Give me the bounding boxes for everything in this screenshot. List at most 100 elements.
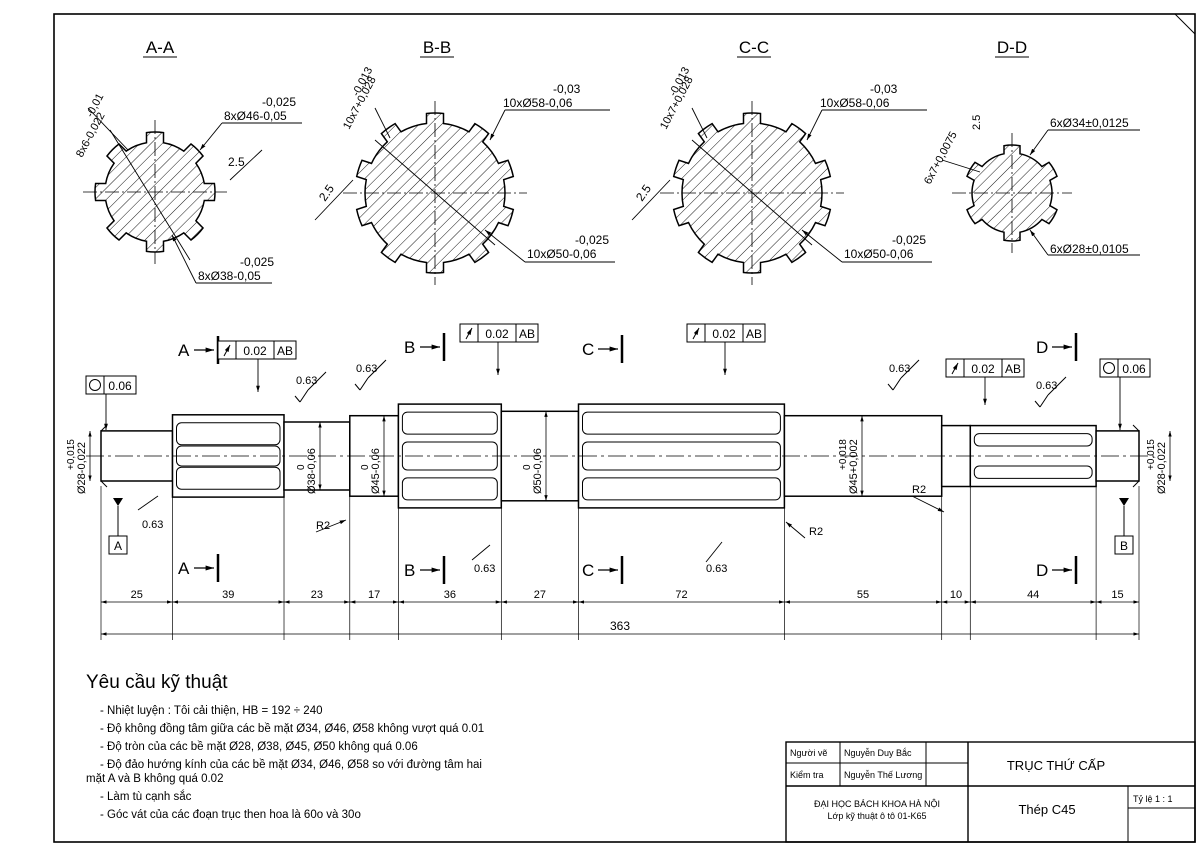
roundness-symbol bbox=[1103, 362, 1115, 374]
roundness-symbol bbox=[89, 379, 101, 391]
datum-letter: B bbox=[1120, 539, 1128, 553]
dia-50: Ø50-0,06 bbox=[532, 448, 544, 494]
dim-line bbox=[631, 179, 671, 221]
tolerance-datum: AB bbox=[519, 327, 535, 341]
leader bbox=[941, 159, 981, 173]
dim-text: 10xØ58-0,06 bbox=[820, 96, 890, 110]
dim-text: 2.5 bbox=[971, 115, 983, 130]
tolerance-value: 0.02 bbox=[485, 327, 509, 341]
leader-id bbox=[1029, 229, 1049, 256]
roughness-leader bbox=[705, 541, 723, 563]
runout-symbol bbox=[951, 362, 959, 375]
requirement-item: - Độ không đồng tâm giữa các bề mặt Ø34,… bbox=[100, 723, 485, 735]
cut-label: B bbox=[404, 561, 415, 580]
radius-value: R2 bbox=[316, 520, 330, 532]
dia-45-b: Ø45+0,002 bbox=[848, 439, 860, 494]
school-name: ĐẠI HỌC BÁCH KHOA HÀ NỘI bbox=[814, 799, 940, 809]
section-title: B-B bbox=[423, 38, 451, 57]
cut-label: A bbox=[178, 341, 190, 360]
section-title: C-C bbox=[739, 38, 769, 57]
dim-text: -0,025 bbox=[575, 233, 609, 247]
section-dd: D-D bbox=[952, 38, 1072, 253]
diameter-line bbox=[109, 129, 191, 261]
roughness-symbol bbox=[359, 377, 369, 391]
dia-38-upper: 0 bbox=[296, 464, 307, 470]
dia-45-a-upper: 0 bbox=[360, 464, 371, 470]
roughness-symbol bbox=[1034, 400, 1041, 408]
chamfer bbox=[100, 480, 108, 488]
length-label: 27 bbox=[534, 589, 546, 601]
leader bbox=[691, 107, 708, 139]
tolerance-datum: AB bbox=[746, 327, 762, 341]
length-label: 15 bbox=[1111, 589, 1123, 601]
datum-box bbox=[108, 535, 128, 555]
requirement-item: - Làm tù cạnh sắc bbox=[100, 791, 192, 803]
technical-requirements: Yêu cầu kỹ thuật - Nhiệt luyện : Tôi cải… bbox=[86, 672, 526, 824]
radius-leader bbox=[911, 495, 945, 513]
roughness-symbol bbox=[1039, 394, 1049, 408]
tolerance-value: 0.02 bbox=[712, 327, 736, 341]
dim-text: 2.5 bbox=[228, 155, 245, 169]
spline-groove bbox=[582, 411, 781, 435]
spline-groove bbox=[401, 411, 498, 435]
spline-groove bbox=[973, 465, 1093, 479]
part-name: TRỤC THỨ CẤP bbox=[1007, 758, 1105, 773]
check-label: Kiểm tra bbox=[790, 770, 824, 780]
section-title: A-A bbox=[146, 38, 175, 57]
frame-border bbox=[53, 13, 1196, 843]
drawn-name: Nguyễn Duy Bắc bbox=[844, 748, 912, 758]
dim-text: 10xØ50-0,06 bbox=[527, 247, 597, 261]
roughness-symbol bbox=[294, 395, 301, 403]
title-block bbox=[785, 741, 1196, 843]
requirement-item: - Độ đảo hướng kính của các bề mặt Ø34, … bbox=[100, 759, 482, 771]
radius-leader bbox=[785, 521, 806, 539]
total-length: 363 bbox=[610, 619, 630, 633]
length-label: 44 bbox=[1027, 589, 1039, 601]
dia-28-right: Ø28-0,022 bbox=[1156, 442, 1168, 494]
tolerance-value: 0.02 bbox=[243, 344, 267, 358]
dia-38: Ø38-0,06 bbox=[306, 448, 318, 494]
material: Thép C45 bbox=[1018, 802, 1075, 817]
datum-triangle bbox=[1119, 498, 1129, 506]
length-label: 23 bbox=[311, 589, 323, 601]
roundness-value: 0.06 bbox=[108, 379, 132, 393]
radius-value: R2 bbox=[912, 484, 926, 496]
roughness-value: 0.63 bbox=[296, 375, 317, 387]
requirement-item: - Nhiệt luyện : Tôi cải thiện, HB = 192 … bbox=[100, 705, 323, 717]
dim-text: 6xØ34±0,0125 bbox=[1050, 116, 1129, 130]
leader-id bbox=[801, 229, 843, 263]
spline-groove bbox=[401, 477, 498, 501]
requirements-list: - Nhiệt luyện : Tôi cải thiện, HB = 192 … bbox=[86, 702, 526, 824]
roughness-symbol bbox=[900, 359, 920, 379]
roughness-symbol bbox=[367, 359, 387, 379]
roundness-value: 0.06 bbox=[1122, 362, 1146, 376]
roughness-leader bbox=[137, 495, 159, 511]
dia-45-a: Ø45-0,06 bbox=[370, 448, 382, 494]
roughness-symbol bbox=[1047, 376, 1067, 396]
spline-groove bbox=[582, 477, 781, 501]
dim-line bbox=[314, 179, 354, 221]
dim-text: -0,03 bbox=[870, 82, 898, 96]
length-label: 72 bbox=[675, 589, 687, 601]
leader-id bbox=[171, 234, 197, 284]
requirement-item: - Góc vát của các đoạn trục then hoa là … bbox=[100, 809, 361, 821]
spline-groove bbox=[176, 422, 281, 446]
roughness-leader bbox=[471, 544, 491, 561]
dia-45-b-upper: +0,018 bbox=[838, 439, 849, 470]
roughness-value: 0.63 bbox=[1036, 380, 1057, 392]
dim-text: -0,025 bbox=[240, 255, 274, 269]
section-cc-dims: -0,01310x7+0,028-0,0310xØ58-0,062.5-0,02… bbox=[631, 65, 932, 263]
runout-symbol bbox=[465, 327, 473, 340]
roughness-value: 0.63 bbox=[142, 519, 163, 531]
requirements-title: Yêu cầu kỹ thuật bbox=[86, 672, 228, 693]
leader-od bbox=[806, 109, 823, 141]
